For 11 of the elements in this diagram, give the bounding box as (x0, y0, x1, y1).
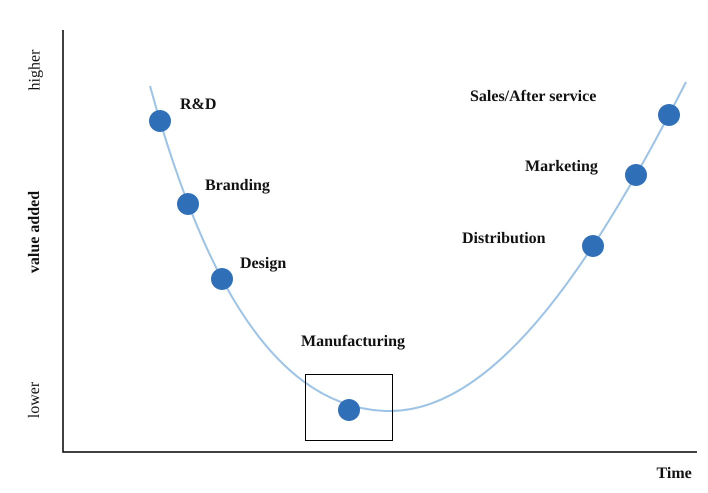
axis-end-label: higher (26, 50, 44, 90)
stage-label: Branding (205, 176, 270, 195)
stage-label: Distribution (462, 230, 546, 248)
stage-label: Marketing (525, 158, 598, 176)
axis-title: Time (656, 465, 692, 483)
axis-title: value added (26, 190, 44, 274)
stage-label: Sales/After service (470, 88, 596, 106)
stage-label: Manufacturing (301, 333, 405, 351)
axis-end-label: lower (26, 382, 44, 418)
stage-label: R&D (180, 96, 216, 114)
stage-label: Design (240, 255, 286, 274)
